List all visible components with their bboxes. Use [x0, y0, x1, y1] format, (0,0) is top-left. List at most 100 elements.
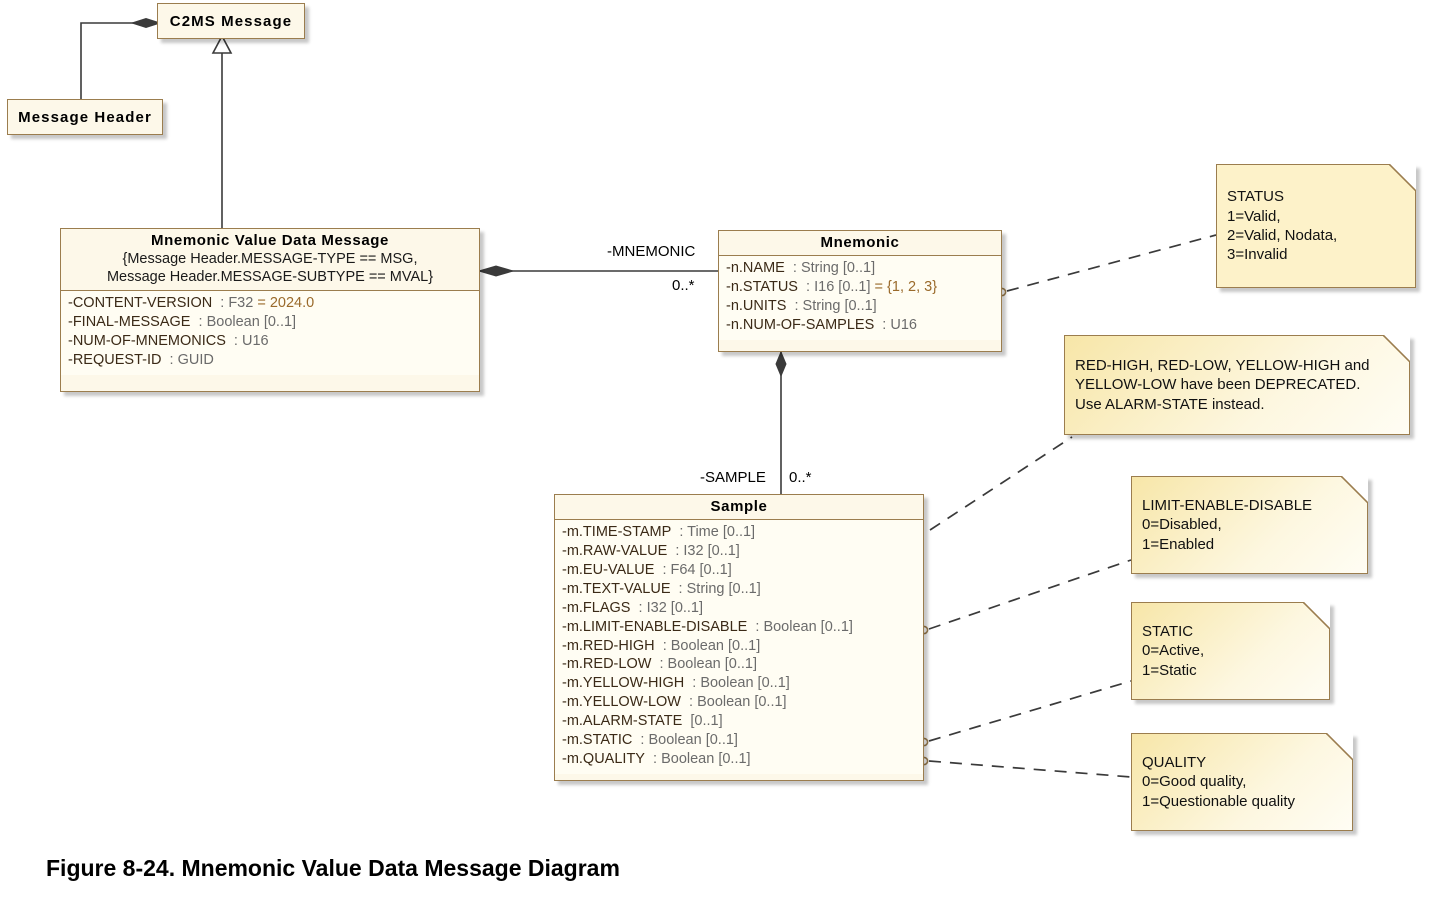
attribute-type: : String [0..1]	[784, 260, 876, 276]
class-sample-title: Sample	[710, 498, 768, 515]
class-mvdm-constraint: {Message Header.MESSAGE-TYPE == MSG, Mes…	[69, 251, 471, 286]
note-link-status	[1006, 234, 1217, 292]
note-static-text: STATIC 0=Active, 1=Static	[1142, 623, 1205, 679]
class-attribute-row: -n.NAME : String [0..1]	[726, 259, 995, 278]
attribute-type: : Boolean [0..1]	[632, 732, 738, 749]
class-mnemonic-divider	[719, 255, 1001, 256]
note-deprecated[interactable]: RED-HIGH, RED-LOW, YELLOW-HIGH and YELLO…	[1064, 335, 1410, 435]
attribute-name: -m.YELLOW-HIGH	[562, 675, 685, 692]
note-deprecated-text: RED-HIGH, RED-LOW, YELLOW-HIGH and YELLO…	[1075, 357, 1370, 413]
attribute-type: : I32 [0..1]	[667, 542, 740, 559]
class-mvdm-constraint-line-1: {Message Header.MESSAGE-TYPE == MSG,	[122, 251, 418, 267]
class-mvdm-title: Mnemonic Value Data Message	[151, 232, 389, 249]
assoc-label-sample-multiplicity: 0..*	[789, 469, 812, 486]
class-attribute-row: -n.NUM-OF-SAMPLES : U16	[726, 316, 995, 335]
class-attribute-row: -m.FLAGS : I32 [0..1]	[562, 599, 917, 618]
class-attribute-row: -m.YELLOW-HIGH : Boolean [0..1]	[562, 674, 917, 693]
attribute-type: [0..1]	[682, 713, 723, 730]
note-quality-text: QUALITY 0=Good quality, 1=Questionable q…	[1142, 754, 1296, 810]
edge-c2ms-to-message-header	[80, 17, 162, 104]
class-mvdm-attributes: -CONTENT-VERSION : F32 = 2024.0-FINAL-ME…	[61, 291, 479, 376]
note-limit-enable-disable-text: LIMIT-ENABLE-DISABLE 0=Disabled, 1=Enabl…	[1142, 497, 1313, 553]
attribute-name: -REQUEST-ID	[68, 352, 162, 369]
attribute-type: : Boolean [0..1]	[684, 675, 790, 692]
attribute-type: : I32 [0..1]	[630, 599, 704, 616]
class-mnemonic[interactable]: Mnemonic -n.NAME : String [0..1]-n.STATU…	[718, 230, 1002, 352]
class-sample-attributes: -m.TIME-STAMP : Time [0..1]-m.RAW-VALUE …	[555, 520, 923, 774]
class-attribute-row: -m.TIME-STAMP : Time [0..1]	[562, 523, 917, 542]
attribute-type: : Boolean [0..1]	[190, 314, 297, 331]
attribute-type: : String [0..1]	[786, 297, 877, 314]
class-attribute-row: -m.RED-LOW : Boolean [0..1]	[562, 655, 917, 674]
attribute-type: : GUID	[161, 352, 214, 369]
class-c2ms-message-title: C2MS Message	[169, 12, 293, 30]
attribute-type: : String [0..1]	[670, 580, 761, 597]
attribute-type: : U16	[874, 316, 917, 333]
attribute-type: : Time [0..1]	[671, 524, 756, 540]
class-mvdm-header: Mnemonic Value Data Message {Message Hea…	[61, 229, 479, 291]
attribute-type: : Boolean [0..1]	[644, 751, 751, 768]
attribute-name: -m.TIME-STAMP	[562, 524, 672, 540]
class-attribute-row: -m.TEXT-VALUE : String [0..1]	[562, 580, 917, 599]
note-quality[interactable]: QUALITY 0=Good quality, 1=Questionable q…	[1131, 733, 1353, 831]
assoc-label-mnemonic-role: -MNEMONIC	[607, 243, 696, 260]
note-link-deprecated	[929, 436, 1073, 531]
class-attribute-row: -m.ALARM-STATE [0..1]	[562, 712, 917, 731]
note-fold-icon	[1326, 733, 1353, 760]
class-attribute-row: -NUM-OF-MNEMONICS : U16	[68, 332, 473, 351]
class-attribute-row: -m.STATIC : Boolean [0..1]	[562, 731, 917, 750]
attribute-default-value: = {1, 2, 3}	[870, 278, 938, 295]
class-mnemonic-header: Mnemonic	[719, 231, 1001, 255]
class-attribute-row: -m.QUALITY : Boolean [0..1]	[562, 750, 917, 769]
attribute-name: -n.NAME	[726, 260, 785, 276]
note-static[interactable]: STATIC 0=Active, 1=Static	[1131, 602, 1330, 700]
figure-caption: Figure 8-24. Mnemonic Value Data Message…	[46, 855, 620, 881]
attribute-name: -n.UNITS	[726, 297, 787, 314]
attribute-name: -m.ALARM-STATE	[562, 713, 683, 730]
class-attribute-row: -m.EU-VALUE : F64 [0..1]	[562, 561, 917, 580]
attribute-type: : Boolean [0..1]	[651, 656, 758, 673]
attribute-name: -m.YELLOW-LOW	[562, 694, 681, 711]
class-sample[interactable]: Sample -m.TIME-STAMP : Time [0..1]-m.RAW…	[554, 494, 924, 781]
attribute-name: -NUM-OF-MNEMONICS	[68, 333, 226, 350]
edge-mvdm-to-mnemonic	[477, 265, 718, 277]
class-sample-divider	[555, 519, 923, 520]
attribute-name: -CONTENT-VERSION	[68, 295, 213, 312]
note-link-limit-enable-disable	[928, 559, 1132, 630]
attribute-type: : Boolean [0..1]	[680, 694, 787, 711]
class-c2ms-message[interactable]: C2MS Message	[157, 3, 305, 39]
class-attribute-row: -m.YELLOW-LOW : Boolean [0..1]	[562, 693, 917, 712]
assoc-label-sample-role: -SAMPLE	[700, 469, 766, 486]
attribute-type: : U16	[225, 333, 269, 350]
note-status[interactable]: STATUS 1=Valid, 2=Valid, Nodata, 3=Inval…	[1216, 164, 1416, 288]
note-fold-icon	[1341, 476, 1368, 503]
attribute-name: -m.STATIC	[562, 732, 633, 749]
attribute-name: -m.TEXT-VALUE	[562, 580, 671, 597]
class-mnemonic-value-data-message[interactable]: Mnemonic Value Data Message {Message Hea…	[60, 228, 480, 392]
note-status-text: STATUS 1=Valid, 2=Valid, Nodata, 3=Inval…	[1227, 188, 1338, 264]
attribute-name: -m.QUALITY	[562, 751, 645, 768]
class-attribute-row: -m.LIMIT-ENABLE-DISABLE : Boolean [0..1]	[562, 618, 917, 637]
edge-mnemonic-to-sample	[775, 350, 787, 494]
attribute-name: -FINAL-MESSAGE	[68, 314, 191, 331]
class-mnemonic-title: Mnemonic	[820, 234, 900, 251]
class-attribute-row: -m.RAW-VALUE : I32 [0..1]	[562, 542, 917, 561]
attribute-name: -n.NUM-OF-SAMPLES	[726, 316, 875, 333]
note-link-quality	[928, 760, 1132, 778]
class-message-header[interactable]: Message Header	[7, 99, 163, 135]
attribute-name: -m.RED-LOW	[562, 656, 652, 673]
attribute-type: : F32	[212, 295, 254, 312]
attribute-name: -n.STATUS	[726, 278, 798, 295]
attribute-type: : I16 [0..1]	[797, 278, 871, 295]
note-link-static	[928, 680, 1132, 742]
attribute-name: -m.RAW-VALUE	[562, 542, 668, 559]
class-message-header-title: Message Header	[18, 108, 152, 126]
note-limit-enable-disable[interactable]: LIMIT-ENABLE-DISABLE 0=Disabled, 1=Enabl…	[1131, 476, 1368, 574]
note-fold-icon	[1383, 335, 1410, 362]
class-attribute-row: -n.UNITS : String [0..1]	[726, 297, 995, 316]
assoc-label-mnemonic-multiplicity: 0..*	[672, 277, 695, 294]
attribute-name: -m.RED-HIGH	[562, 637, 655, 654]
note-fold-icon	[1303, 602, 1330, 629]
class-mvdm-constraint-line-2: Message Header.MESSAGE-SUBTYPE == MVAL}	[106, 268, 434, 285]
